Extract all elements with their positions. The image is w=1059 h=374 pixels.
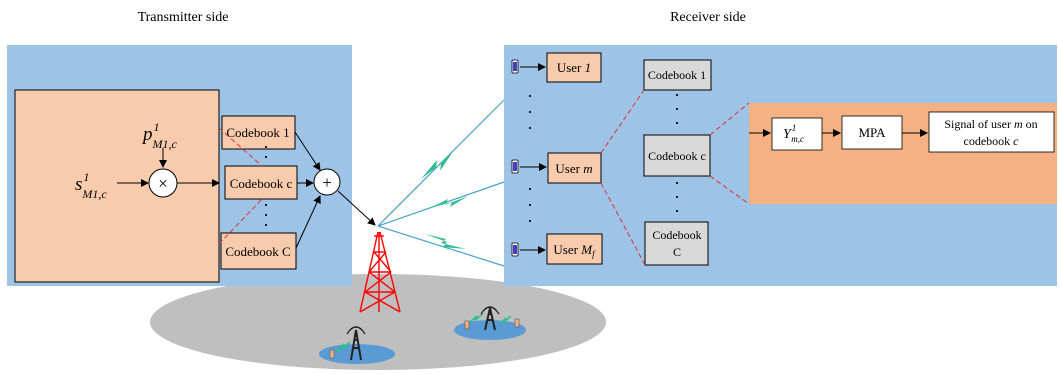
rx-user-dot: ·	[527, 179, 533, 199]
rx-codebook-dot: ·	[674, 85, 680, 105]
antenna-tower-icon	[359, 231, 401, 313]
tx-dot: ·	[263, 205, 269, 225]
lightning-bolt-icon	[430, 196, 468, 208]
rx-codebook-dot: ·	[674, 99, 680, 119]
rx-codebook-C-label-line1: Codebook	[652, 228, 701, 242]
tx-codebook-c-label: Codebook c	[230, 176, 293, 191]
phone-icon	[464, 320, 470, 330]
receiver-side-title: Receiver side	[670, 10, 746, 25]
multiply-glyph: ×	[158, 174, 168, 193]
coverage-area-ellipse	[150, 274, 606, 370]
transmitter-side-title: Transmitter side	[138, 10, 229, 25]
sum-in-arrow	[294, 131, 321, 171]
tx-dashed-link	[218, 127, 263, 167]
rx-user-dot: ·	[527, 86, 533, 106]
user-m-box	[547, 152, 602, 184]
phone-icon	[511, 59, 519, 74]
phone-icon	[329, 349, 335, 359]
lightning-bolt-icon	[335, 341, 351, 353]
small-cell-tower-icon	[480, 306, 500, 331]
transmitter-processing-block	[14, 89, 220, 283]
tx-codebook-c	[224, 165, 298, 200]
rx-user-dot: ·	[527, 118, 533, 138]
tx-dot: ·	[263, 147, 269, 167]
lightning-bolt-icon	[499, 315, 512, 325]
rx-codebook-dot: ·	[674, 187, 680, 207]
rx-dashed-link	[709, 175, 750, 205]
sum-out-arrow	[337, 190, 376, 226]
sum-in-arrow	[295, 195, 321, 249]
small-cell-area-right	[454, 320, 526, 340]
output-signal-line2: codebook c	[964, 134, 1020, 148]
y-symbol-box	[771, 117, 823, 151]
rx-codebook-C	[644, 221, 709, 266]
user-1-label: User 1	[557, 60, 591, 75]
phone-icon	[514, 318, 520, 328]
small-cell-tower-icon	[346, 326, 366, 361]
tx-dot: ·	[263, 215, 269, 235]
tx-codebook-C-label: Codebook C	[225, 244, 290, 259]
rx-dashed-link	[709, 102, 750, 136]
tx-codebook-1-label: Codebook 1	[226, 125, 289, 140]
rx-codebook-c	[643, 134, 711, 177]
rx-codebook-dot: ·	[674, 173, 680, 193]
rx-codebook-c-label: Codebook c	[648, 149, 706, 163]
rx-user-dot: ·	[527, 195, 533, 215]
tx-codebook-1	[221, 115, 296, 150]
mpa-label: MPA	[859, 125, 887, 140]
mpa-box	[841, 115, 903, 150]
tx-dashed-link	[218, 198, 263, 245]
phone-icon	[511, 159, 519, 174]
rx-codebook-dot: ·	[674, 113, 680, 133]
tx-dot: ·	[263, 195, 269, 215]
rx-codebook-C-label-line2: C	[673, 245, 681, 259]
sum-node	[313, 168, 341, 196]
output-signal-box	[928, 111, 1055, 153]
output-signal-line1: Signal of user m on	[944, 117, 1037, 131]
sum-glyph: +	[322, 173, 332, 192]
phone-icon	[511, 242, 519, 257]
lightning-bolt-icon	[421, 150, 454, 179]
user-Mf-box	[546, 233, 603, 265]
user-Mf-label: User Mf	[553, 242, 596, 259]
tx-dot: ·	[263, 137, 269, 157]
user-m-label: User m	[555, 161, 592, 176]
user-1-box	[546, 52, 602, 83]
rx-codebook-dot: ·	[674, 201, 680, 221]
rx-codebook-1	[643, 59, 712, 91]
lightning-bolt-icon	[425, 234, 466, 249]
rx-user-dot: ·	[527, 102, 533, 122]
lightning-bolt-icon	[469, 313, 484, 323]
rx-dashed-link	[600, 89, 645, 154]
rx-user-dot: ·	[527, 211, 533, 231]
rx-codebook-1-label: Codebook 1	[648, 68, 706, 82]
downlink-ray	[377, 225, 505, 267]
tx-codebook-C	[220, 232, 297, 270]
